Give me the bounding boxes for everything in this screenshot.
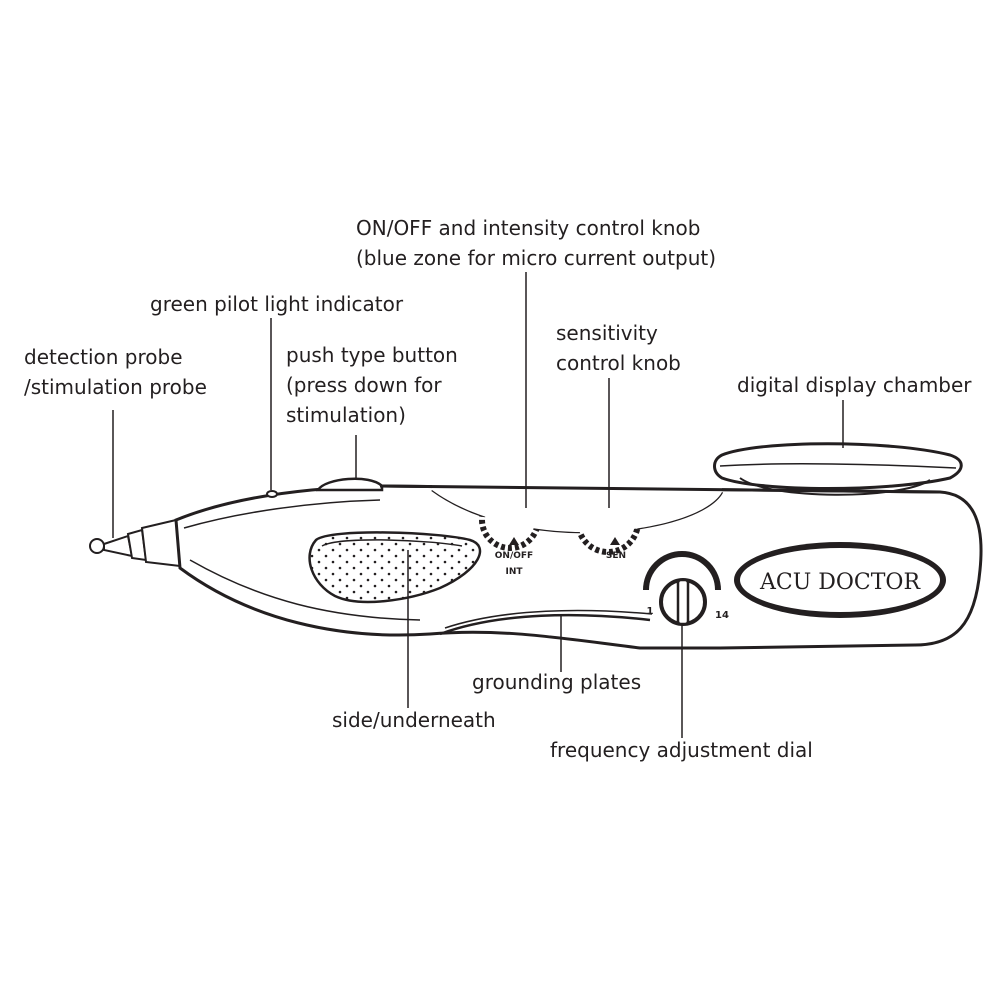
dial-min-label: 1 — [647, 606, 654, 617]
knob-mark-on-off: ON/OFF — [495, 551, 533, 561]
intensity-mark-arrow — [509, 537, 519, 545]
label-intensity-knob: ON/OFF and intensity control knob (blue … — [356, 216, 717, 270]
label-frequency-dial: frequency adjustment dial — [550, 738, 813, 762]
leader-lines — [112, 272, 844, 738]
label-grounding-plates: grounding plates — [472, 670, 642, 694]
sensitivity-mark-arrow — [610, 537, 620, 545]
grounding-plate — [439, 613, 651, 636]
display-chamber — [713, 442, 963, 490]
pilot-light-icon — [266, 490, 278, 498]
label-side-underneath: side/underneath — [332, 708, 496, 732]
probe-tip — [89, 518, 182, 568]
label-display-chamber: digital display chamber — [737, 373, 972, 397]
side-grip — [308, 531, 482, 604]
brand-text: ACU DOCTOR — [759, 570, 921, 595]
knob-mark-sen: SEN — [606, 551, 626, 561]
dial-scale-arc — [643, 551, 721, 591]
dial-max-label: 14 — [715, 610, 729, 621]
label-sensitivity-knob: sensitivity control knob — [556, 321, 681, 375]
label-probe: detection probe /stimulation probe — [24, 345, 207, 399]
push-button-shape — [315, 477, 384, 492]
label-push-button: push type button (press down for stimula… — [286, 343, 458, 427]
label-pilot-light: green pilot light indicator — [150, 292, 404, 316]
knob-mark-int: INT — [505, 567, 523, 577]
